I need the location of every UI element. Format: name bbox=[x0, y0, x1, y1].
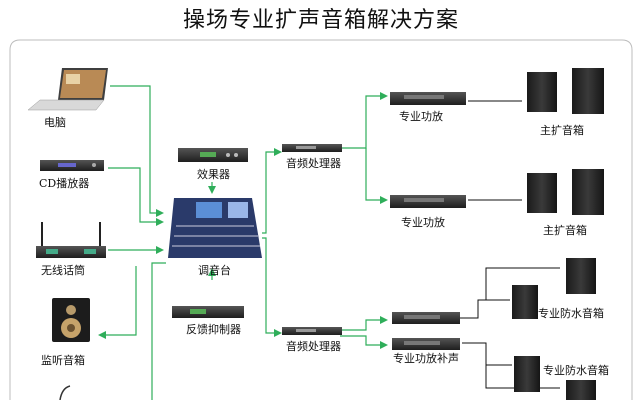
label-main-speaker-1: 主扩音箱 bbox=[540, 124, 584, 137]
diagram-title: 操场专业扩声音箱解决方案 bbox=[182, 8, 459, 33]
effects-unit-icon bbox=[178, 148, 248, 162]
label-waterproof-1: 专业防水音箱 bbox=[538, 307, 604, 320]
processor-bottom-icon bbox=[282, 327, 342, 335]
label-cd-player: CD播放器 bbox=[39, 177, 90, 190]
processor-top-icon bbox=[282, 144, 342, 152]
speaker-connections bbox=[460, 100, 560, 389]
amplifier-fill-icon bbox=[392, 338, 460, 350]
label-effects: 效果器 bbox=[197, 168, 230, 181]
diagram-frame bbox=[9, 39, 633, 400]
label-amp-2: 专业功放 bbox=[401, 216, 445, 229]
label-amp-1: 专业功放 bbox=[399, 110, 443, 123]
amplifier-3-icon bbox=[392, 312, 460, 324]
mixing-console-icon bbox=[168, 198, 262, 258]
waterproof-speakers-1-icon bbox=[512, 258, 596, 319]
label-main-speaker-2: 主扩音箱 bbox=[543, 224, 587, 237]
waterproof-speakers-2-icon bbox=[514, 356, 596, 400]
feedback-suppressor-icon bbox=[172, 306, 244, 318]
monitor-speaker-icon bbox=[52, 298, 90, 342]
label-amp-fill: 专业功放补声 bbox=[393, 352, 459, 365]
mic-cable-icon bbox=[59, 385, 71, 401]
laptop-icon bbox=[27, 68, 108, 111]
label-mixer: 调音台 bbox=[198, 264, 231, 277]
label-monitor-speaker: 监听音箱 bbox=[41, 354, 85, 367]
label-waterproof-2: 专业防水音箱 bbox=[543, 364, 609, 377]
wireless-mic-icon bbox=[36, 222, 106, 258]
label-wireless-mic: 无线话筒 bbox=[41, 264, 85, 277]
label-feedback-suppressor: 反馈抑制器 bbox=[186, 323, 241, 336]
cd-player-icon bbox=[40, 160, 104, 171]
label-computer: 电脑 bbox=[44, 116, 66, 129]
main-speakers-2-icon bbox=[527, 169, 604, 215]
amplifier-1-icon bbox=[390, 92, 466, 105]
label-processor-bottom: 音频处理器 bbox=[286, 340, 341, 353]
label-processor-top: 音频处理器 bbox=[286, 157, 341, 170]
amplifier-2-icon bbox=[390, 195, 466, 208]
main-speakers-1-icon bbox=[527, 68, 604, 114]
input-connections bbox=[98, 85, 388, 400]
